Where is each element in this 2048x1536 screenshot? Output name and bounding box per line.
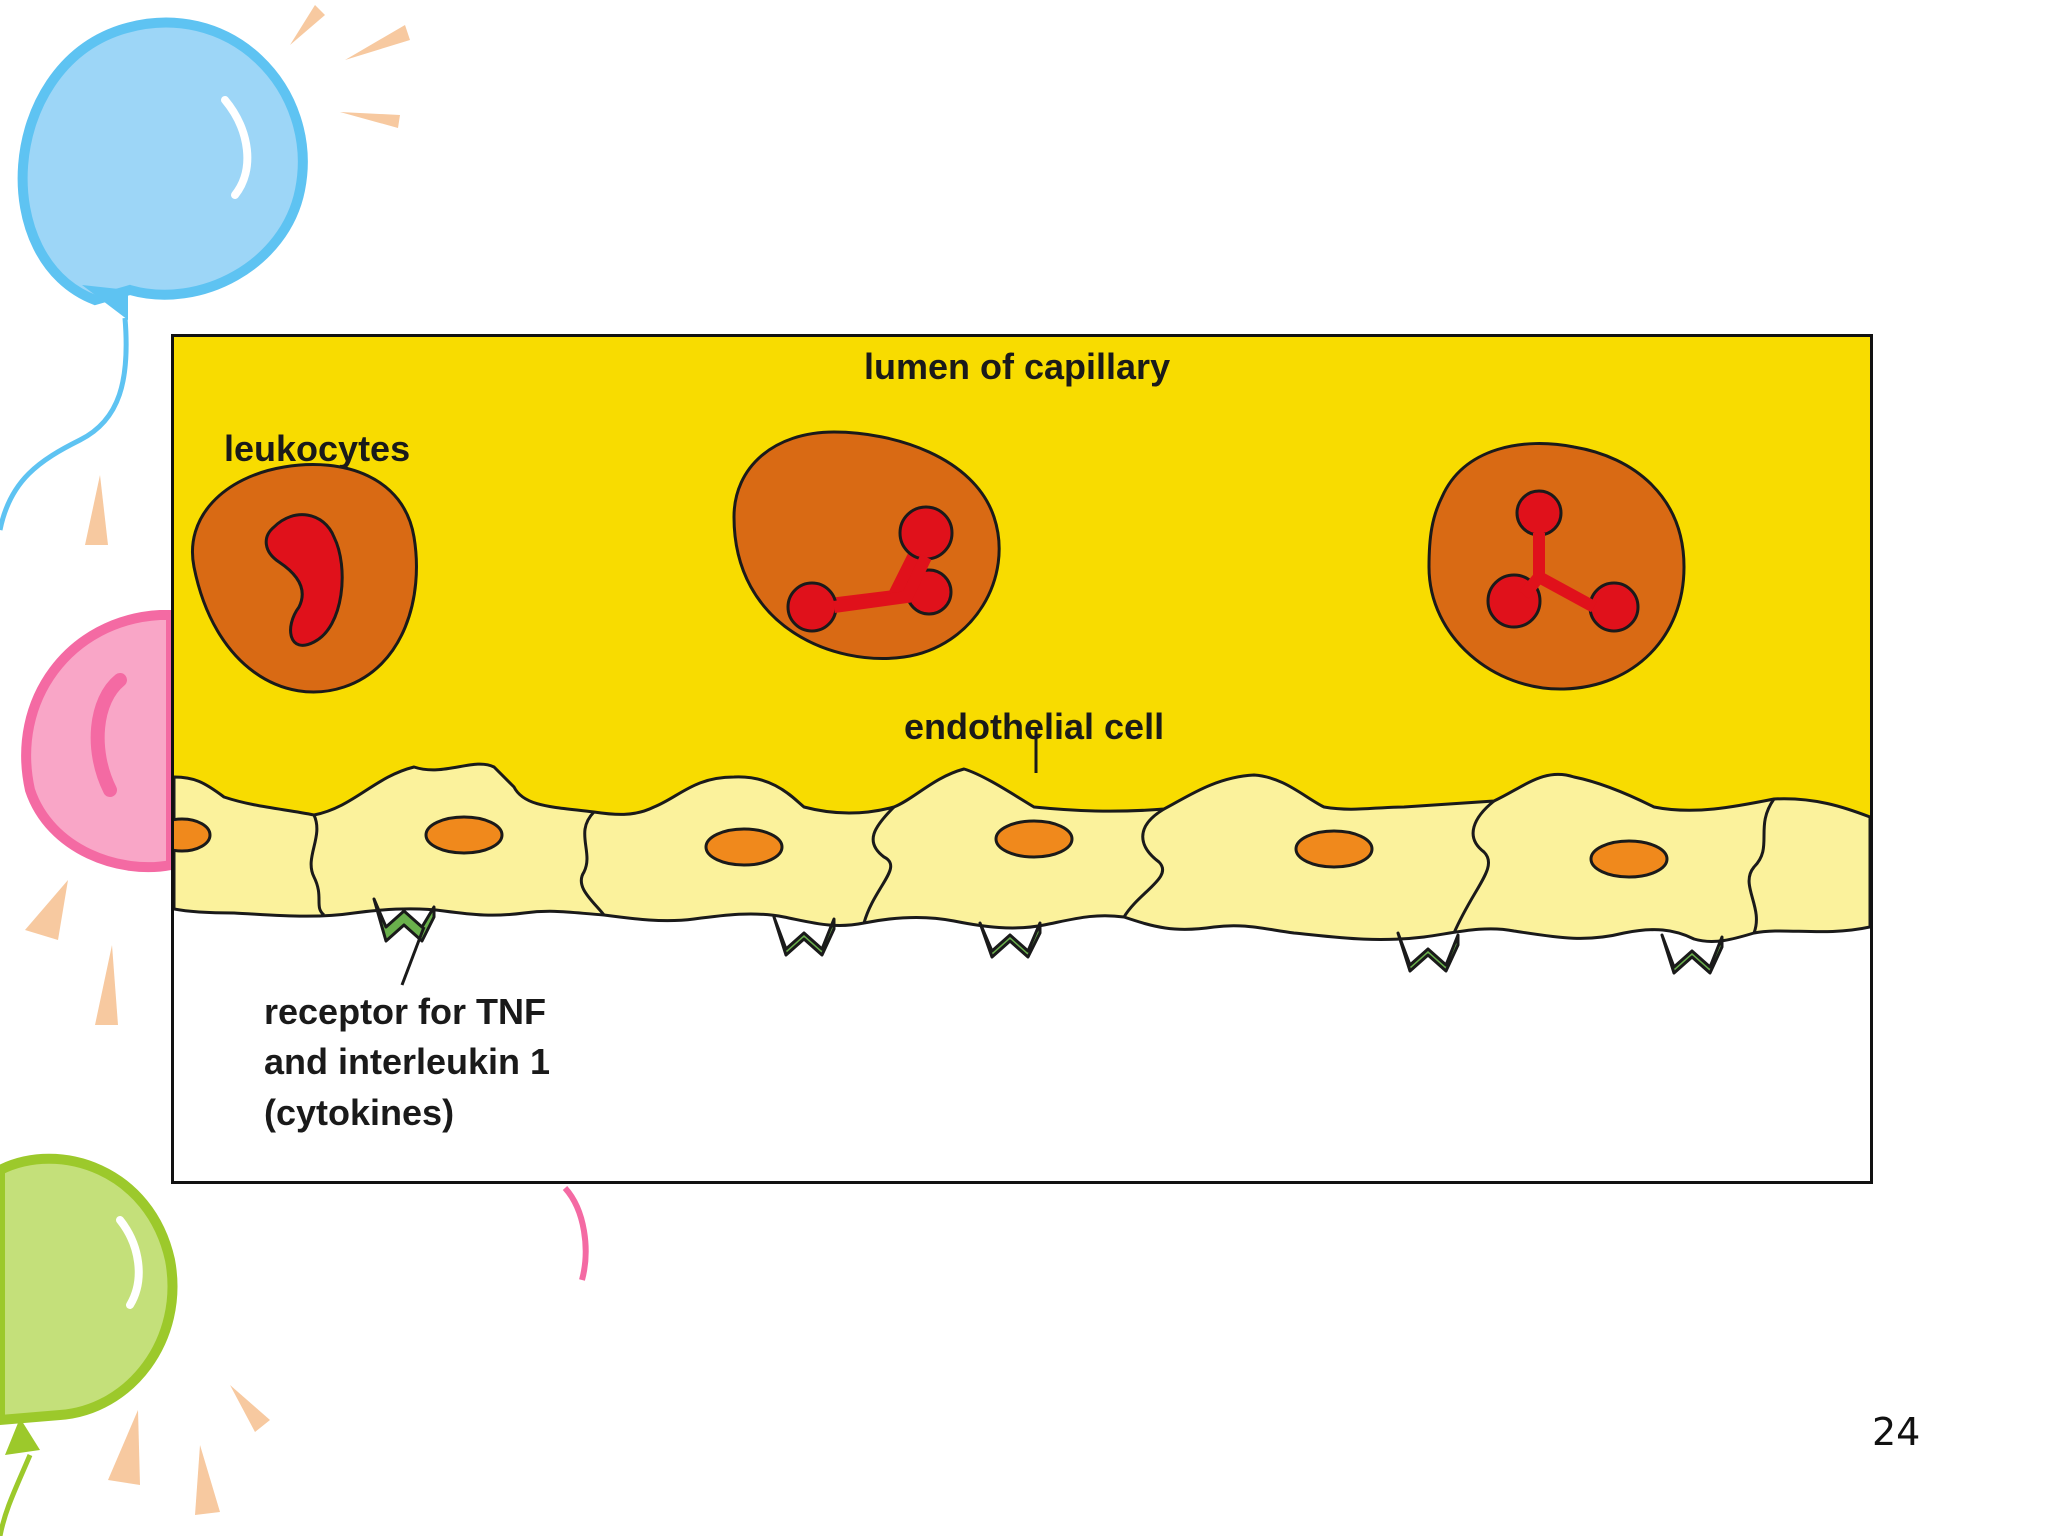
cytokine-receptors [372, 897, 1724, 975]
leukocyte-multilobed-nucleus-2 [1427, 442, 1686, 691]
receptor-label: receptor for TNF and interleukin 1 (cyto… [264, 987, 550, 1138]
lumen-label: lumen of capillary [864, 346, 1171, 387]
diagram-canvas [174, 337, 1870, 986]
leukocyte-kidney-nucleus [191, 463, 418, 694]
leukocyte-multilobed-nucleus-1 [732, 430, 1001, 660]
slide-number: 24 [1872, 1410, 1921, 1454]
endothelial-cell-borders [309, 798, 1776, 934]
green-balloon-icon [0, 1153, 178, 1536]
pink-balloon-icon [21, 610, 589, 1281]
blue-balloon-icon [0, 17, 308, 531]
receptor-leader-line [400, 926, 426, 986]
receptor-label-line-3: (cytokines) [264, 1091, 455, 1133]
leukocytes-label: leukocytes [224, 428, 411, 469]
endothelial-cell-label: endothelial cell [904, 706, 1165, 747]
receptor-label-line-1: receptor for TNF [264, 991, 547, 1032]
leukocyte-adhesion-diagram: lumen of capillary leukocytes endothelia… [171, 334, 1873, 1184]
endothelial-nuclei [174, 815, 1669, 879]
spark-rays [25, 5, 410, 1515]
receptor-label-line-2: and interleukin 1 [264, 1041, 551, 1083]
